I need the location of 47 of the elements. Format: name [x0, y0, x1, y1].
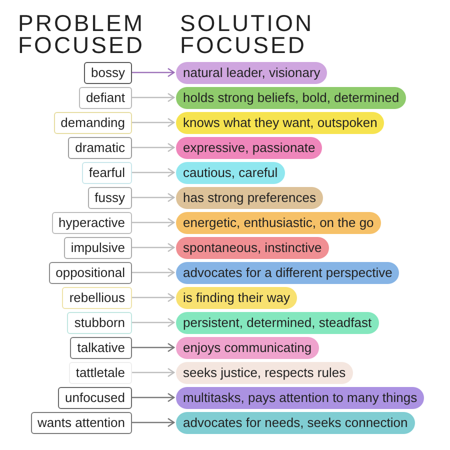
trait-box: hyperactive [52, 212, 132, 234]
trait-box: stubborn [67, 312, 132, 334]
trait-box: demanding [54, 112, 132, 134]
highlight-pill: holds strong beliefs, bold, determined [176, 86, 406, 108]
highlight-pill: multitasks, pays attention to many things [176, 386, 424, 408]
arrow [132, 92, 175, 102]
arrow [132, 68, 175, 78]
arrow [132, 342, 175, 352]
trait-box: tattletale [68, 362, 132, 384]
trait-box: unfocused [58, 386, 132, 408]
arrow [132, 218, 175, 228]
column-heading: SOLUTION FOCUSED [180, 12, 315, 58]
highlight-pill: spontaneous, instinctive [176, 236, 329, 258]
column-heading: PROBLEM FOCUSED [18, 12, 146, 58]
trait-box: bossy [84, 62, 132, 84]
arrow [132, 268, 175, 278]
trait-box: wants attention [30, 412, 132, 434]
trait-box: dramatic [68, 136, 132, 158]
highlight-pill: persistent, determined, steadfast [176, 312, 379, 334]
highlight-pill: enjoys communicating [176, 336, 319, 358]
highlight-pill: natural leader, visionary [176, 62, 328, 84]
arrow [132, 192, 175, 202]
highlight-pill: energetic, enthusiastic, on the go [176, 212, 381, 234]
highlight-pill: is finding their way [176, 286, 297, 308]
highlight-pill: knows what they want, outspoken [176, 112, 384, 134]
trait-box: fearful [82, 162, 132, 184]
arrow [132, 318, 175, 328]
arrow [132, 118, 175, 128]
arrow [132, 292, 175, 302]
arrow [132, 142, 175, 152]
highlight-pill: cautious, careful [176, 162, 285, 184]
highlight-pill: has strong preferences [176, 186, 323, 208]
arrow [132, 168, 175, 178]
trait-box: fussy [88, 186, 132, 208]
trait-box: rebellious [62, 286, 132, 308]
arrow [132, 368, 175, 378]
trait-box: talkative [70, 336, 132, 358]
trait-box: defiant [78, 86, 132, 108]
arrow [132, 392, 175, 402]
highlight-pill: advocates for needs, seeks connection [176, 412, 415, 434]
trait-box: oppositional [48, 262, 132, 284]
highlight-pill: advocates for a different perspective [176, 262, 400, 284]
trait-box: impulsive [64, 236, 132, 258]
highlight-pill: expressive, passionate [176, 136, 322, 158]
highlight-pill: seeks justice, respects rules [176, 362, 353, 384]
arrow [132, 418, 175, 428]
arrow [132, 242, 175, 252]
